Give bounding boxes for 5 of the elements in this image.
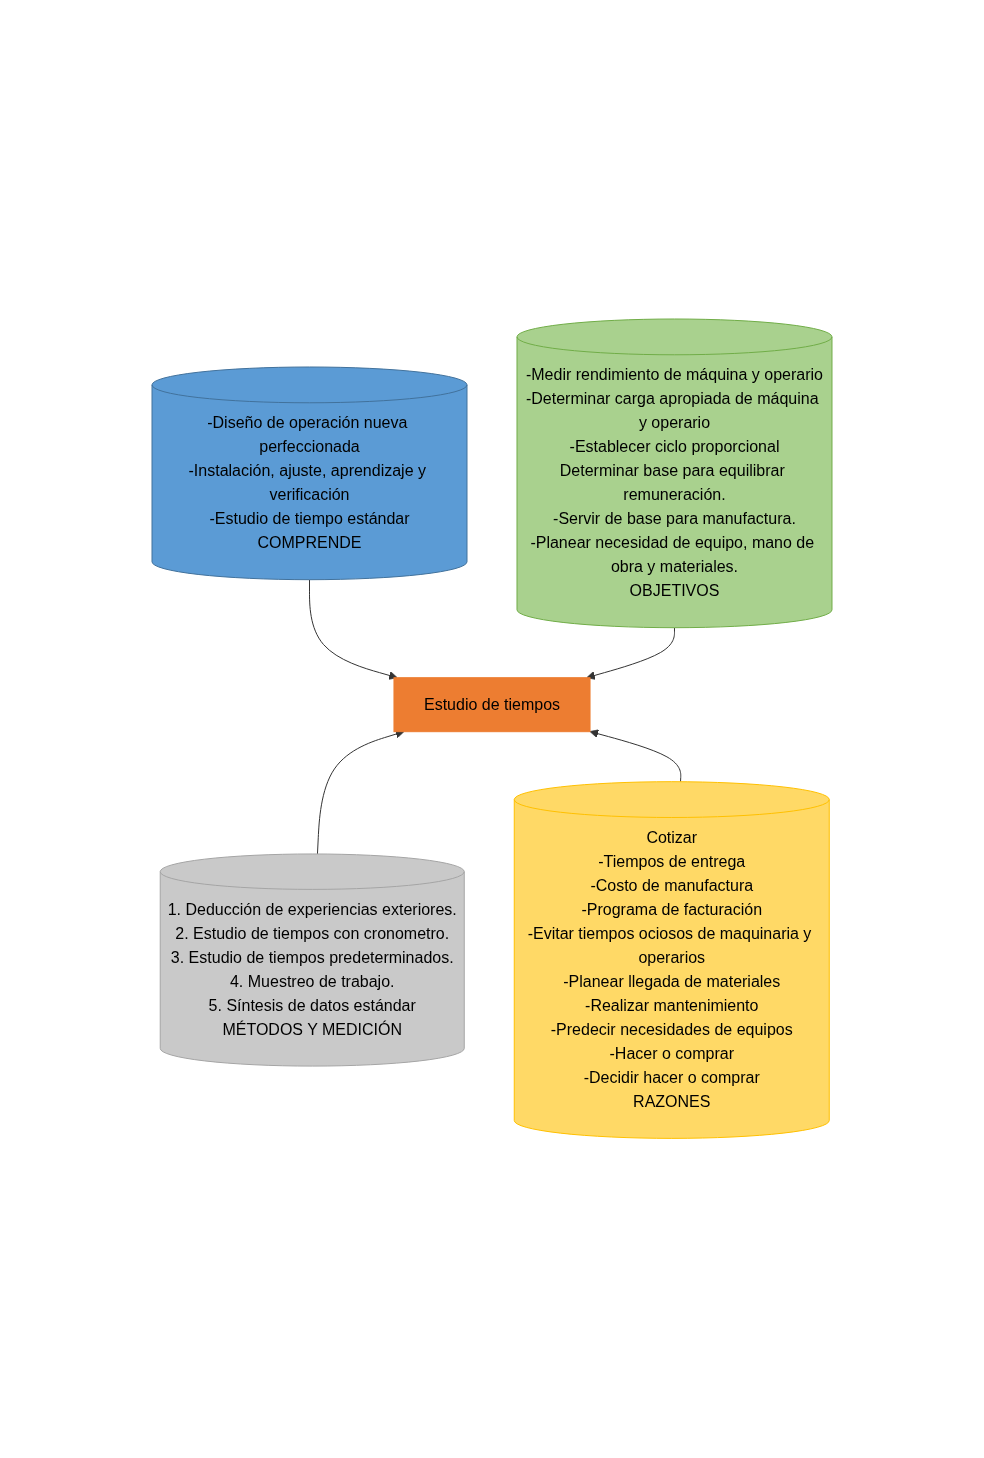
node-box: Estudio de tiempos [393,677,591,733]
arrow [309,579,398,681]
arrow [589,729,682,783]
arrow [316,730,405,855]
arrow [586,627,675,681]
